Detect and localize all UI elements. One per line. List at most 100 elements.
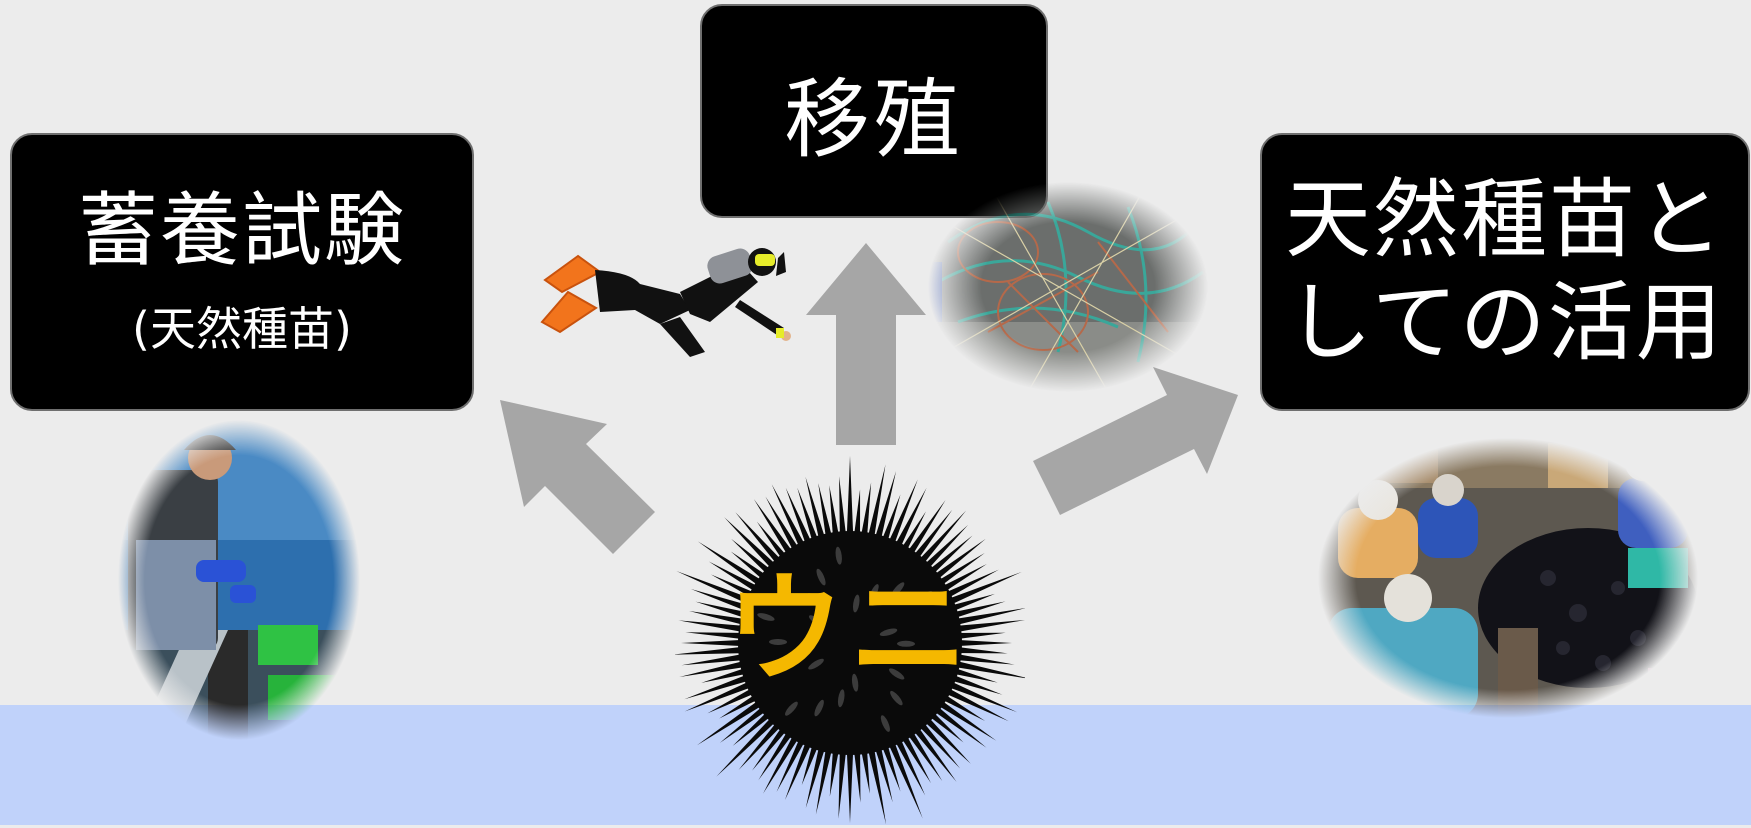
urchin-spine (707, 684, 762, 714)
urchin-spine (719, 701, 773, 743)
urchin-texture-dot (835, 546, 842, 565)
urchin-texture-dot (852, 594, 860, 613)
urchin-spine (805, 476, 828, 548)
urchin-spine (922, 535, 973, 580)
urchin-spine (689, 611, 753, 627)
box-stock-test: 蓄養試験 (天然種苗) (10, 133, 474, 411)
urchin-spine (934, 564, 987, 597)
urchin-spine (690, 588, 757, 615)
urchin-spine (815, 740, 834, 815)
urchin-spine (885, 733, 923, 819)
fisherman-on-boat-photo (118, 420, 360, 740)
urchin-spine (695, 601, 755, 621)
urchin-spine (948, 652, 1015, 665)
urchin-spine (738, 715, 787, 771)
urchin-texture-dot (787, 654, 805, 662)
urchin-spine (878, 494, 901, 550)
urchin-texture-dot (808, 615, 825, 627)
urchin-spine (679, 659, 753, 677)
urchin-spine (681, 639, 751, 647)
urchin-spine (947, 659, 1025, 679)
urchin-spine (866, 740, 887, 825)
urchin-spine (878, 736, 901, 792)
urchin-spine (681, 652, 752, 666)
urchin-spine (701, 665, 755, 683)
urchin-spine (805, 738, 828, 809)
fishing-net-photo (928, 182, 1208, 392)
urchin-spine (913, 715, 961, 769)
urchin-texture-dot (880, 715, 890, 732)
urchin-spine (758, 724, 798, 781)
diver-fins (540, 254, 602, 334)
box-stock-test-subtitle: (天然種苗) (132, 302, 352, 356)
urchin-spine (931, 552, 985, 591)
box-transplant: 移殖 (700, 4, 1048, 218)
urchin-spine (684, 671, 757, 700)
urchin-spine (948, 619, 1025, 634)
urchin-spine (846, 456, 854, 544)
urchin-spine (697, 541, 769, 591)
urchin-texture (757, 546, 933, 732)
urchin-spine (949, 646, 1008, 654)
urchin-texture-dot (890, 690, 903, 706)
urchin-spine (945, 601, 1006, 621)
urchin-spine (846, 742, 854, 823)
urchin-spine (896, 727, 931, 784)
urchin-spine (829, 741, 841, 797)
urchin-spine (765, 496, 804, 559)
urchin-spine (927, 701, 987, 748)
urchin-spine (771, 484, 809, 555)
urchin-texture-dot (916, 591, 933, 602)
urchin-texture-dot (869, 584, 879, 601)
urchin-spine (724, 517, 782, 575)
urchin-body (738, 531, 962, 755)
urchin-spine (776, 731, 809, 792)
urchin-texture-dot (814, 699, 824, 717)
urchin-spine (872, 738, 893, 803)
urchin-spine (927, 538, 986, 585)
urchin-spine (785, 487, 815, 553)
urchin-spine (918, 711, 971, 764)
urchin-spine (859, 482, 872, 545)
urchin-texture-dot (891, 582, 905, 597)
urchin-spine (902, 499, 946, 562)
urchin-spine (913, 510, 967, 571)
urchin-spine (908, 509, 953, 566)
urchin-texture-dot (888, 668, 905, 680)
box-natural-seed-use-line2: しての活用 (1286, 273, 1724, 373)
urchin-spine (829, 485, 841, 545)
urchin-spine (675, 646, 751, 655)
urchin-texture-dot (851, 673, 859, 692)
box-natural-seed-use: 天然種苗と しての活用 (1260, 133, 1750, 411)
arrow-upper-right (1033, 367, 1238, 515)
urchin-texture-dot (769, 638, 788, 645)
scuba-diver-illustration (540, 248, 791, 357)
urchin-texture-dot (837, 689, 845, 708)
box-transplant-title: 移殖 (784, 69, 964, 170)
urchin-spine (938, 569, 999, 602)
urchin-spine (697, 695, 769, 746)
urchin-spine (943, 671, 1003, 695)
urchin-spine (763, 727, 804, 794)
urchin-spine (853, 489, 861, 544)
box-natural-seed-use-line1: 天然種苗と (1285, 169, 1725, 270)
urchin-texture-dot (896, 640, 915, 647)
urchin-spine (708, 561, 766, 597)
urchin-spine (859, 741, 870, 794)
urchin-spine (839, 476, 847, 544)
urchin-texture-dot (807, 593, 821, 608)
urchin-spine (908, 720, 957, 782)
urchin-spine (676, 571, 760, 608)
urchin-spine (753, 499, 798, 562)
sea-urchin-illustration (675, 456, 1025, 825)
urchin-spine (902, 724, 943, 782)
urchin-spine (818, 483, 834, 546)
urchin-spine (949, 639, 1012, 647)
urchin-texture-dot (785, 701, 798, 716)
urchin-spines (675, 456, 1025, 825)
urchin-spine (838, 742, 847, 819)
urchin-spine (872, 471, 897, 548)
arrow-upper-left (500, 400, 655, 554)
urchin-spine (938, 684, 1009, 722)
